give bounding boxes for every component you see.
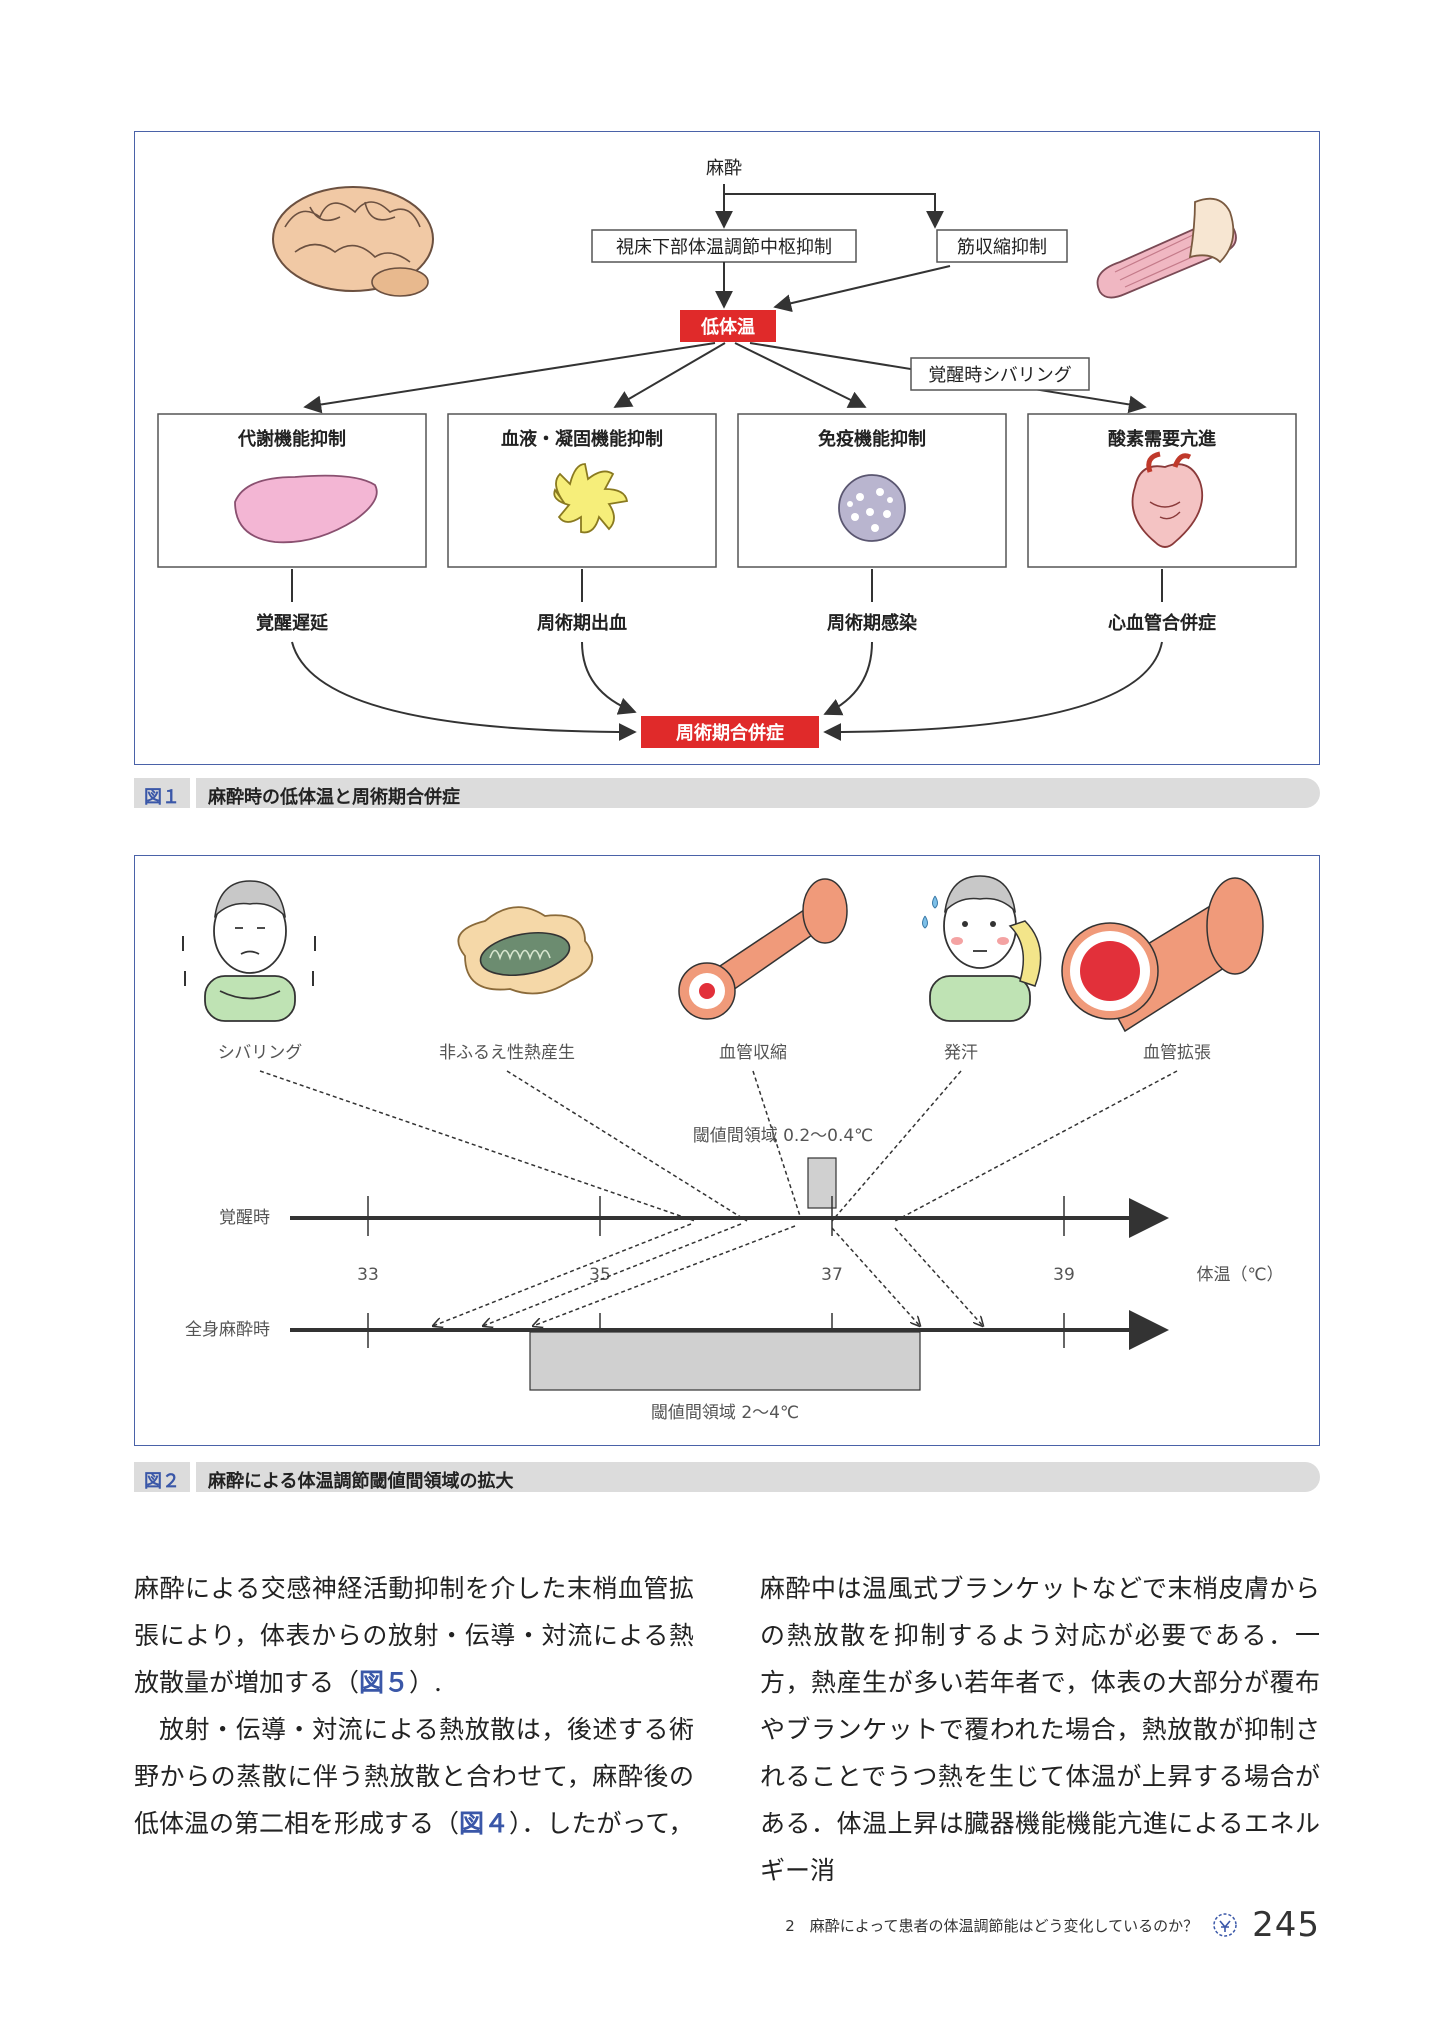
body-right-paragraph: 麻酔中は温風式ブランケットなどで末梢皮膚からの熱放散を抑制するよう対応が必要であ… [760, 1574, 1320, 1885]
outcome-cardiovascular: 心血管合併症 [1108, 612, 1216, 634]
platelet-icon [553, 463, 629, 534]
row-ga-label: 全身麻酔時 [185, 1320, 270, 1340]
complication-box [641, 716, 819, 748]
coagulation-label: 血液・凝固機能抑制 [501, 428, 663, 450]
page-footer: 2 麻酔によって患者の体温調節能はどう変化しているのか？ 245 [785, 1905, 1320, 1945]
tick-33: 33 [357, 1265, 379, 1285]
label-nonshivering: 非ふるえ性熱産生 [439, 1043, 575, 1063]
metabolism-label: 代謝機能抑制 [237, 428, 346, 450]
threshold-ga-label: 閾値間領域 2〜4℃ [651, 1403, 799, 1423]
liver-icon [234, 474, 378, 544]
axis-label-temperature: 体温（℃） [1196, 1265, 1283, 1285]
label-shivering: シバリング [218, 1043, 303, 1063]
vasodilation-icon [1061, 877, 1264, 1033]
immune-cell-icon [838, 474, 906, 542]
figure-2-diagram: シバリング 非ふるえ性熱産生 血管収縮 発汗 血管拡張 閾値間領域 0.2〜0.… [182, 875, 1284, 1423]
coagulation-box [447, 413, 717, 568]
shivering-label: 覚醒時シバリング [928, 365, 1071, 386]
muscle-label: 筋収縮抑制 [957, 237, 1047, 258]
figure-2-caption-text: 麻酔による体温調節閾値間領域の拡大 [208, 1471, 514, 1492]
oxygen-label: 酸素需要亢進 [1108, 428, 1216, 450]
anesthesia-label: 麻酔 [706, 158, 742, 179]
figure-1-number: 図１ [144, 787, 180, 808]
complication-label: 周術期合併症 [676, 722, 784, 744]
footer-chapter: 2 麻酔によって患者の体温調節能はどう変化しているのか？ [785, 1916, 1199, 1935]
body-left-column: 麻酔による交感神経活動抑制を介した末梢血管拡張により，体表からの放射・伝導・対流… [134, 1565, 694, 1847]
figure-1: 麻酔 視床下部体温調節中枢抑制 筋収縮抑制 低体温 覚醒時シバリング 代謝機能抑… [134, 131, 1320, 765]
outcome-infection: 周術期感染 [827, 612, 918, 634]
hypothermia-label: 低体温 [700, 316, 755, 338]
figure-2-caption: 図２ 麻酔による体温調節閾値間領域の拡大 [134, 1462, 1320, 1492]
label-vasoconstriction: 血管収縮 [719, 1043, 787, 1063]
shivering-box [910, 357, 1090, 391]
brain-icon [272, 186, 434, 297]
threshold-awake-label: 閾値間領域 0.2〜0.4℃ [693, 1126, 874, 1146]
ref-figure-4[interactable]: 図４ [459, 1809, 510, 1838]
vasoconstriction-icon [678, 878, 848, 1020]
row-awake-label: 覚醒時 [219, 1208, 270, 1228]
body-left-paragraph-1: 麻酔による交感神経活動抑制を介した末梢血管拡張により，体表からの放射・伝導・対流… [134, 1574, 694, 1697]
tick-37: 37 [821, 1265, 843, 1285]
body-left-paragraph-2: 放射・伝導・対流による熱放散は，後述する術野からの蒸散に伴う熱放散と合わせて，麻… [134, 1715, 694, 1838]
figure-1-caption-text: 麻酔時の低体温と周術期合併症 [208, 787, 460, 808]
figure-2: シバリング 非ふるえ性熱産生 血管収縮 発汗 血管拡張 閾値間領域 0.2〜0.… [134, 855, 1320, 1446]
hypothermia-box [680, 310, 776, 342]
figure-2-number: 図２ [144, 1471, 180, 1492]
figure-1-diagram: 麻酔 視床下部体温調節中枢抑制 筋収縮抑制 低体温 覚醒時シバリング 代謝機能抑… [157, 158, 1297, 766]
threshold-ga-bar [529, 1331, 921, 1391]
page-number: 245 [1252, 1905, 1320, 1945]
hypothalamus-label: 視床下部体温調節中枢抑制 [616, 237, 832, 258]
shivering-person-icon [182, 880, 316, 1022]
tick-39: 39 [1053, 1265, 1075, 1285]
ref-figure-5[interactable]: 図５ [359, 1668, 410, 1697]
sweating-person-icon [922, 875, 1042, 1022]
heart-icon [1131, 451, 1204, 548]
figure-1-caption: 図１ 麻酔時の低体温と周術期合併症 [134, 778, 1320, 808]
outcome-delayed-emergence: 覚醒遅延 [256, 612, 329, 634]
label-sweating: 発汗 [944, 1043, 978, 1063]
mitochondria-icon [457, 906, 594, 995]
muscle-icon [1096, 197, 1237, 299]
outcome-bleeding: 周術期出血 [537, 612, 627, 634]
tick-35: 35 [589, 1265, 611, 1285]
label-vasodilation: 血管拡張 [1143, 1043, 1211, 1063]
muscle-box [936, 229, 1068, 263]
immune-label: 免疫機能抑制 [818, 428, 926, 450]
chapter-emblem-icon [1213, 1913, 1237, 1937]
body-right-column: 麻酔中は温風式ブランケットなどで末梢皮膚からの熱放散を抑制するよう対応が必要であ… [760, 1565, 1320, 1894]
hypothalamus-box [591, 229, 857, 263]
